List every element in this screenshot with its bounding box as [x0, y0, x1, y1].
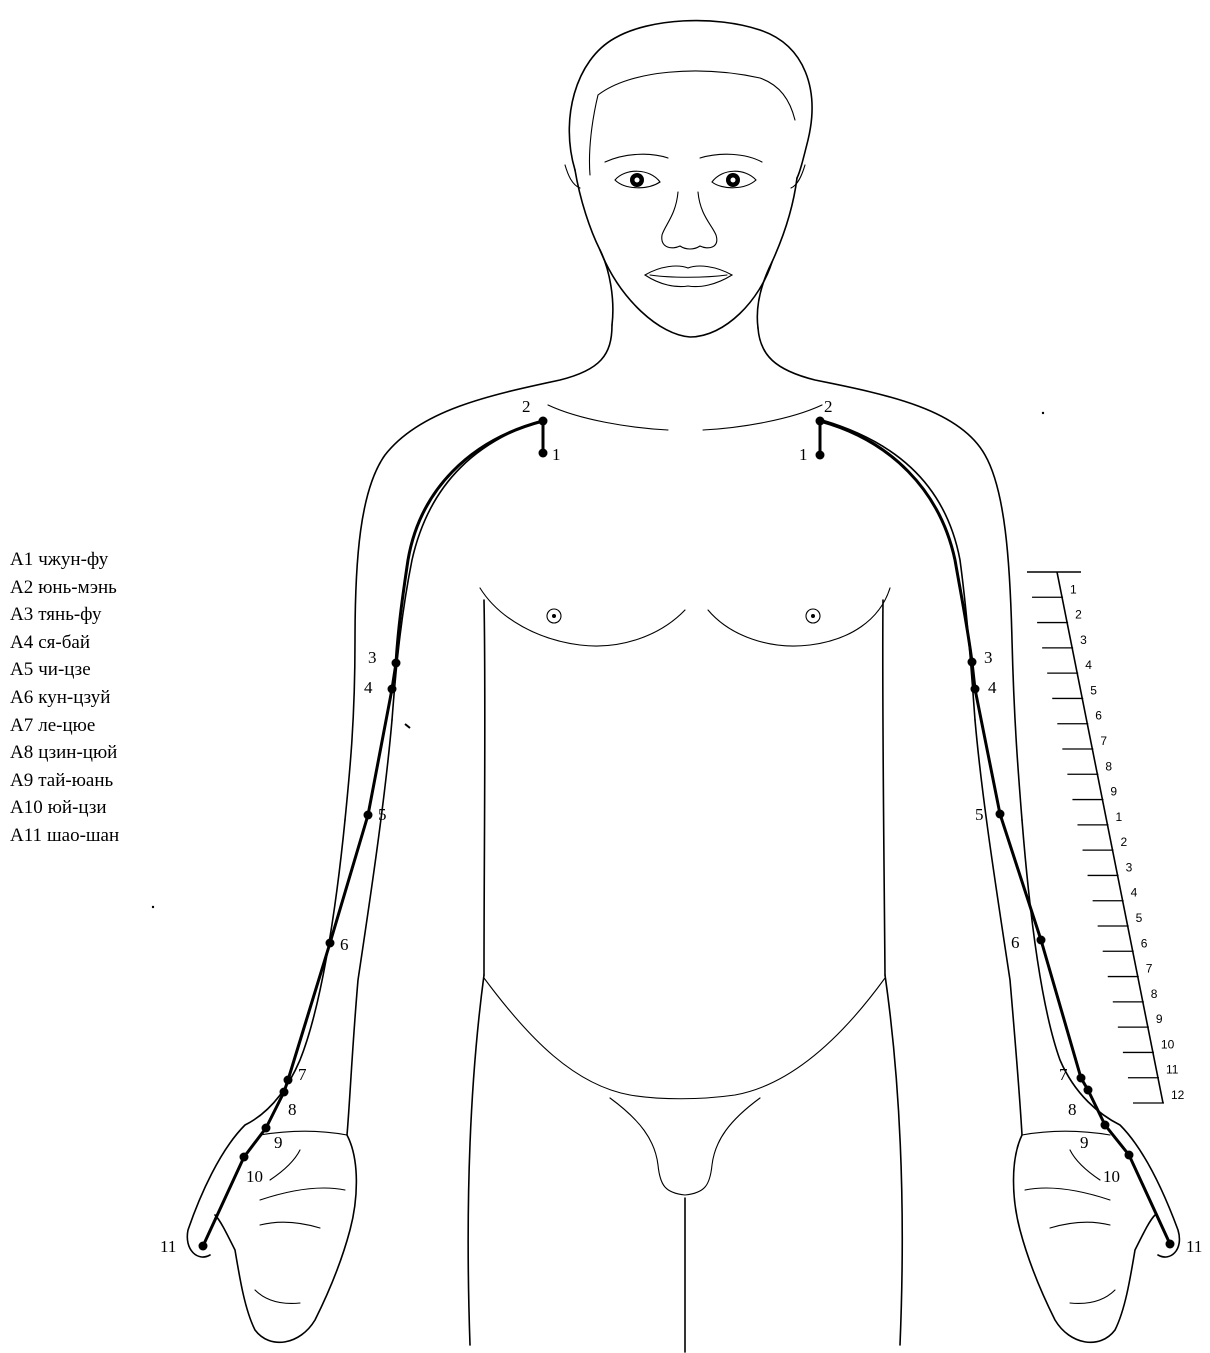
scale-tick-label: 4	[1085, 658, 1092, 672]
scale-tick-label: 10	[1161, 1037, 1175, 1051]
left-point-7	[284, 1076, 293, 1085]
right-point-label: 8	[1068, 1100, 1077, 1119]
left-point-label: 2	[522, 397, 531, 416]
left-point-11	[199, 1242, 208, 1251]
right-point-6	[1037, 936, 1046, 945]
scale-tick-label: 2	[1121, 835, 1128, 849]
left-point-9	[262, 1124, 271, 1133]
scale-tick-label: 3	[1126, 860, 1133, 874]
right-point-label: 1	[799, 445, 808, 464]
left-point-6	[326, 939, 335, 948]
scale-tick-label: 9	[1110, 785, 1117, 799]
right-point-4	[971, 685, 980, 694]
scale-tick-label: 9	[1156, 1012, 1163, 1026]
scale-tick-label: 3	[1080, 633, 1087, 647]
right-meridian-line	[820, 421, 1170, 1244]
left-point-8	[280, 1088, 289, 1097]
right-point-10	[1125, 1151, 1134, 1160]
left-point-label: 4	[364, 678, 373, 697]
scale-spine	[1057, 572, 1163, 1103]
scale-tick-label: 1	[1070, 582, 1077, 596]
left-point-4	[388, 685, 397, 694]
right-point-label: 7	[1059, 1065, 1068, 1084]
scale-tick-label: 5	[1090, 683, 1097, 697]
scale-tick-label: 6	[1141, 936, 1148, 950]
left-point-label: 8	[288, 1100, 297, 1119]
right-point-1	[816, 451, 825, 460]
right-point-11	[1166, 1240, 1175, 1249]
scale-tick-label: 7	[1146, 962, 1153, 976]
left-point-label: 7	[298, 1065, 307, 1084]
scale-tick-label: 7	[1100, 734, 1107, 748]
left-point-2	[539, 417, 548, 426]
scale-tick-label: 4	[1131, 886, 1138, 900]
right-point-label: 11	[1186, 1237, 1202, 1256]
right-point-3	[968, 658, 977, 667]
scale-tick-label: 6	[1095, 709, 1102, 723]
left-point-label: 6	[340, 935, 349, 954]
right-point-label: 10	[1103, 1167, 1120, 1186]
scale-tick-label: 8	[1151, 987, 1158, 1001]
right-point-8	[1084, 1086, 1093, 1095]
right-point-label: 4	[988, 678, 997, 697]
scale-tick-label: 11	[1166, 1063, 1179, 1077]
left-point-1	[539, 449, 548, 458]
right-point-label: 6	[1011, 933, 1020, 952]
right-point-label: 5	[975, 805, 984, 824]
scale-tick-label: 1	[1115, 810, 1122, 824]
left-arm	[187, 720, 392, 1342]
left-meridian-line	[203, 421, 543, 1246]
right-point-label: 3	[984, 648, 993, 667]
right-point-9	[1101, 1121, 1110, 1130]
right-point-7	[1077, 1074, 1086, 1083]
right-point-5	[996, 810, 1005, 819]
measurement-scale: 123456789123456789101112	[1027, 572, 1185, 1103]
left-point-label: 5	[378, 805, 387, 824]
left-point-3	[392, 659, 401, 668]
left-point-label: 9	[274, 1133, 283, 1152]
left-point-label: 11	[160, 1237, 176, 1256]
scale-tick-label: 8	[1105, 759, 1112, 773]
left-point-label: 3	[368, 648, 377, 667]
head	[565, 21, 812, 337]
scale-tick-label: 2	[1075, 608, 1082, 622]
right-point-label: 9	[1080, 1133, 1089, 1152]
left-point-label: 10	[246, 1167, 263, 1186]
left-point-5	[364, 811, 373, 820]
left-meridian-points: 1 2 3 4 5 6 789 10 11	[160, 397, 561, 1256]
right-point-2	[816, 417, 825, 426]
left-point-10	[240, 1153, 249, 1162]
scale-tick-label: 5	[1136, 911, 1143, 925]
left-point-label: 1	[552, 445, 561, 464]
scale-tick-label: 12	[1171, 1088, 1185, 1102]
right-point-label: 2	[824, 397, 833, 416]
